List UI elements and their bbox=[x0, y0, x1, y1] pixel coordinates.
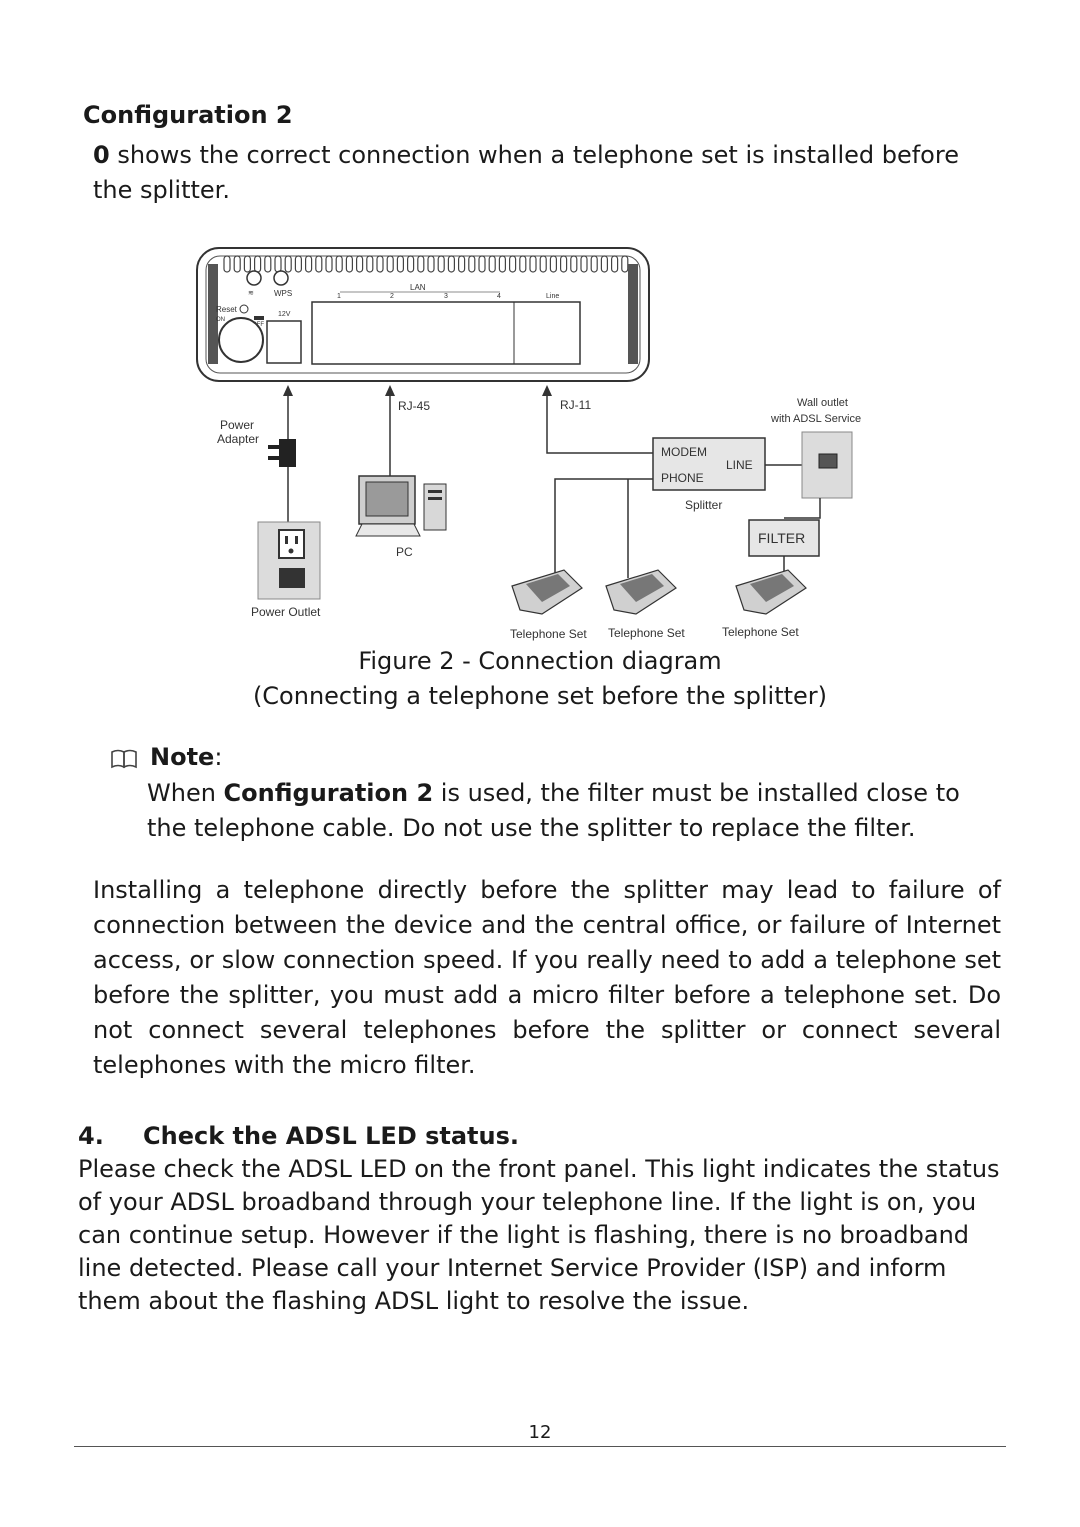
router-vent bbox=[223, 255, 231, 273]
power-outlet-label: Power Outlet bbox=[251, 605, 321, 619]
wifi-icon: ≋ bbox=[248, 290, 254, 297]
router: ≋ WPS Reset ON OFF 12V LAN 1 2 3 4 Line bbox=[196, 247, 650, 382]
router-vent bbox=[304, 255, 313, 273]
router-vent bbox=[488, 255, 496, 273]
figure-ref: 0 bbox=[93, 141, 110, 169]
router-vent bbox=[294, 255, 303, 273]
note-colon: : bbox=[214, 743, 223, 771]
on-label: ON bbox=[216, 317, 225, 323]
wall-outlet-label-1: Wall outlet bbox=[797, 397, 848, 409]
router-vent bbox=[325, 255, 333, 273]
power-adapter bbox=[279, 439, 296, 467]
pc-label: PC bbox=[396, 545, 413, 559]
note-label: Note bbox=[150, 743, 215, 771]
router-vent bbox=[315, 255, 323, 273]
line-port-label: Line bbox=[546, 293, 559, 300]
figure-caption: Figure 2 - Connection diagram bbox=[358, 647, 722, 675]
router-vent bbox=[396, 255, 404, 273]
router-vent bbox=[356, 255, 364, 273]
power-adapter-label-2: Adapter bbox=[217, 432, 259, 446]
router-vent bbox=[366, 255, 374, 273]
router-vent bbox=[519, 255, 527, 273]
router-vent bbox=[417, 255, 425, 273]
footer-divider bbox=[74, 1446, 1006, 1447]
router-vent bbox=[407, 255, 415, 273]
reset-label: Reset bbox=[216, 305, 238, 314]
figure-subcaption: (Connecting a telephone set before the s… bbox=[252, 682, 828, 710]
splitter-line-label: LINE bbox=[726, 458, 753, 472]
splitter-label: Splitter bbox=[685, 498, 722, 512]
router-vent bbox=[284, 255, 292, 273]
telephone-set-label-1: Telephone Set bbox=[510, 627, 587, 641]
router-vent bbox=[335, 255, 343, 273]
telephone-set-2 bbox=[605, 569, 677, 615]
step-text: Please check the ADSL LED on the front p… bbox=[78, 1155, 1000, 1315]
power-adapter-label-1: Power bbox=[220, 418, 254, 432]
telephone-set-label-2: Telephone Set bbox=[608, 626, 685, 640]
power-outlet bbox=[257, 521, 321, 600]
router-vent bbox=[437, 255, 445, 273]
router-vent bbox=[376, 255, 384, 273]
telephone-set-3 bbox=[735, 569, 807, 615]
splitter-phone-label: PHONE bbox=[661, 471, 704, 485]
router-vent bbox=[509, 255, 517, 273]
splitter-modem-label: MODEM bbox=[661, 445, 707, 459]
power-12v-label: 12V bbox=[278, 311, 291, 318]
note-text-bold: Configuration 2 bbox=[223, 779, 434, 807]
page-number: 12 bbox=[528, 1422, 552, 1443]
splitter: MODEM PHONE LINE bbox=[652, 437, 766, 491]
router-vent bbox=[621, 255, 629, 273]
intro-text: shows the correct connection when a tele… bbox=[93, 141, 959, 204]
step-number: 4. bbox=[78, 1122, 104, 1150]
rj11-label: RJ-11 bbox=[560, 398, 591, 412]
router-vent bbox=[590, 255, 598, 273]
router-vent bbox=[345, 255, 353, 273]
router-vent bbox=[458, 255, 466, 273]
intro-paragraph: 0 shows the correct connection when a te… bbox=[93, 138, 1005, 208]
router-vent bbox=[468, 255, 476, 273]
lan-port-3: 3 bbox=[444, 293, 448, 300]
wall-outlet bbox=[801, 431, 853, 499]
rj45-label: RJ-45 bbox=[398, 399, 430, 413]
pc-icon bbox=[355, 475, 447, 537]
wall-outlet-label-2: with ADSL Service bbox=[770, 413, 861, 425]
router-vent bbox=[498, 255, 506, 273]
router-vent bbox=[580, 255, 588, 273]
router-vent bbox=[539, 255, 547, 273]
router-vent bbox=[233, 255, 241, 273]
router-vent bbox=[570, 255, 578, 273]
note-text-after: is used, the filter must be installed cl… bbox=[147, 779, 960, 842]
section-heading: Configuration 2 bbox=[83, 101, 293, 129]
router-vent bbox=[611, 255, 619, 273]
router-vent bbox=[264, 255, 272, 273]
router-vent bbox=[427, 255, 435, 273]
filter-label: FILTER bbox=[758, 530, 805, 546]
step-title: Check the ADSL LED status. bbox=[143, 1122, 520, 1150]
telephone-set-1 bbox=[511, 569, 583, 615]
note-label-row: Note: bbox=[150, 743, 222, 771]
router-vent bbox=[478, 255, 486, 273]
lan-port-4: 4 bbox=[497, 293, 501, 300]
lan-port-1: 1 bbox=[337, 293, 341, 300]
router-vent bbox=[243, 255, 252, 273]
router-vent bbox=[529, 255, 537, 273]
router-vent bbox=[447, 255, 455, 273]
router-vent bbox=[386, 255, 394, 273]
filter: FILTER bbox=[748, 519, 820, 557]
router-vent bbox=[600, 255, 608, 273]
lan-label: LAN bbox=[410, 283, 426, 292]
book-icon bbox=[111, 749, 137, 769]
note-text-before: When bbox=[147, 779, 224, 807]
wps-label: WPS bbox=[274, 289, 292, 298]
note-text: When Configuration 2 is used, the filter… bbox=[147, 776, 987, 846]
connection-diagram: ≋ WPS Reset ON OFF 12V LAN 1 2 3 4 Line … bbox=[196, 247, 861, 641]
warning-paragraph: Installing a telephone directly before t… bbox=[93, 876, 1001, 1079]
telephone-set-label-3: Telephone Set bbox=[722, 625, 799, 639]
lan-port-2: 2 bbox=[390, 293, 394, 300]
router-vent bbox=[549, 255, 557, 273]
router-vent bbox=[560, 255, 568, 273]
